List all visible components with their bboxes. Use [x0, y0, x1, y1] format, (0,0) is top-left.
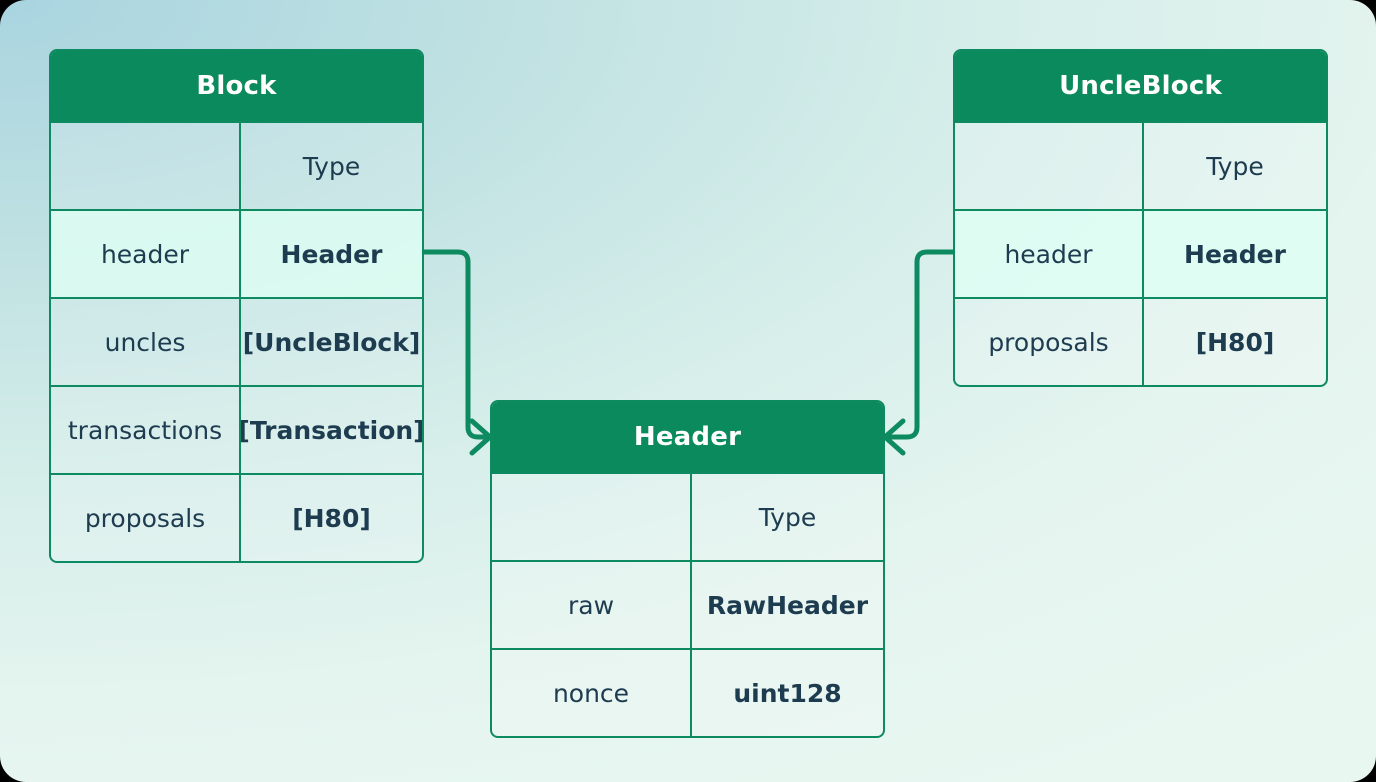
table-row[interactable]: uncles [UncleBlock]: [51, 297, 422, 385]
cell-field-name: [492, 474, 690, 560]
cell-field-type: Type: [1142, 123, 1326, 209]
entity-uncleblock[interactable]: UncleBlock Type header Header proposals …: [953, 49, 1328, 387]
cell-field-type: Header: [1142, 211, 1326, 297]
table-row[interactable]: transactions [Transaction]: [51, 385, 422, 473]
cell-field-type: RawHeader: [690, 562, 883, 648]
table-row[interactable]: proposals [H80]: [955, 297, 1326, 385]
entity-header-title: Header: [492, 402, 883, 472]
cell-field-type: [H80]: [1142, 299, 1326, 385]
cell-field-name: raw: [567, 590, 615, 620]
table-row: Type: [51, 121, 422, 209]
table-row[interactable]: header Header: [51, 209, 422, 297]
connector-block-to-header: [421, 249, 493, 456]
entity-block-title: Block: [51, 51, 422, 121]
cell-field-name: header: [100, 239, 190, 269]
cell-field-type: Type: [690, 474, 883, 560]
cell-field-name: header: [1004, 239, 1093, 269]
table-row[interactable]: nonce uint128: [492, 648, 883, 736]
cell-field-name: transactions: [67, 415, 223, 445]
cell-field-name: [51, 123, 239, 209]
table-row: Type: [955, 121, 1326, 209]
cell-field-name: nonce: [552, 678, 630, 708]
cell-field-name: uncles: [104, 327, 186, 357]
table-row[interactable]: header Header: [955, 209, 1326, 297]
connector-uncleblock-to-header: [882, 249, 956, 456]
cell-field-name: proposals: [988, 327, 1109, 357]
table-row: Type: [492, 472, 883, 560]
cell-field-type: Type: [239, 123, 422, 209]
cell-field-type: [Transaction]: [239, 387, 422, 473]
cell-field-name: proposals: [84, 503, 206, 533]
entity-header[interactable]: Header Type raw RawHeader nonce uint128: [490, 400, 885, 738]
cell-field-name: [955, 123, 1142, 209]
entity-block[interactable]: Block Type header Header uncles [UncleBl…: [49, 49, 424, 563]
table-row[interactable]: proposals [H80]: [51, 473, 422, 561]
entity-uncleblock-title: UncleBlock: [955, 51, 1326, 121]
cell-field-type: [UncleBlock]: [239, 299, 422, 385]
cell-field-type: Header: [239, 211, 422, 297]
cell-field-type: [H80]: [239, 475, 422, 561]
table-row[interactable]: raw RawHeader: [492, 560, 883, 648]
cell-field-type: uint128: [690, 650, 883, 736]
